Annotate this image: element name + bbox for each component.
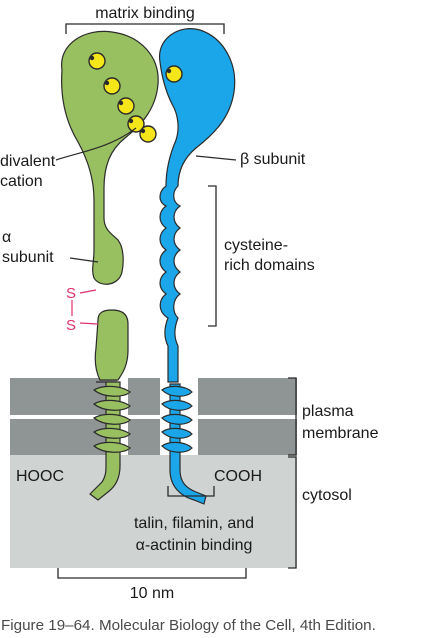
talin-label-1: talin, filamin, and	[134, 515, 254, 532]
alpha-subunit-label: subunit	[2, 249, 54, 266]
divalent-cation-pointer	[55, 127, 137, 161]
matrix-binding-bracket	[65, 23, 225, 34]
talin-label-2: α-actinin binding	[136, 537, 253, 554]
scale-bar	[57, 568, 247, 579]
cation-3	[117, 97, 135, 115]
hooc-label: HOOC	[16, 468, 64, 485]
cation-2	[103, 77, 121, 95]
cytosol-bracket	[288, 456, 297, 569]
cation-1	[88, 52, 106, 70]
cysteine-label-1: cysteine-	[224, 237, 288, 254]
cysteine-label-2: rich domains	[224, 257, 315, 274]
membrane-label: membrane	[302, 425, 379, 442]
cysteine-bracket	[208, 185, 217, 327]
scale-label: 10 nm	[130, 585, 174, 602]
figure-caption: Figure 19–64. Molecular Biology of the C…	[1, 617, 376, 634]
alpha-subunit-pointer	[69, 257, 99, 263]
beta-subunit	[159, 28, 236, 505]
beta-subunit-label: β subunit	[240, 151, 306, 168]
cooh-label: COOH	[214, 468, 262, 485]
alpha-coil	[92, 385, 131, 453]
alpha-symbol-label: α	[2, 229, 11, 246]
talin-bracket	[167, 486, 215, 497]
cytosol-label: cytosol	[302, 487, 352, 504]
cytosol-region	[10, 455, 297, 568]
beta-subunit-pointer	[195, 155, 237, 161]
membrane-bracket	[288, 377, 297, 456]
alpha-subunit	[61, 30, 159, 501]
cation-6	[165, 65, 183, 83]
plasma-membrane	[10, 378, 297, 455]
sulfur-label-2: S	[66, 317, 76, 334]
beta-coil	[161, 385, 193, 453]
cation-label: cation	[0, 173, 43, 190]
disulfide-bond	[71, 289, 99, 325]
sulfur-label-1: S	[66, 285, 76, 302]
matrix-binding-label: matrix binding	[95, 5, 195, 22]
divalent-label: divalent	[0, 153, 56, 170]
plasma-label: plasma	[302, 403, 354, 420]
cation-5	[139, 125, 157, 143]
